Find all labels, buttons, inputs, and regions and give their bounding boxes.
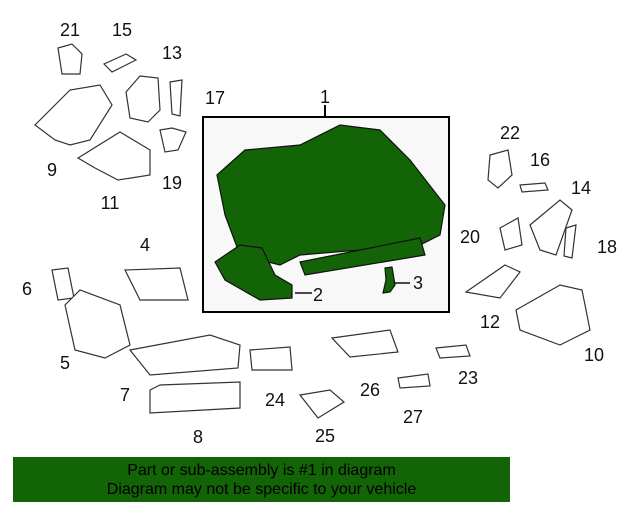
callout-arrows [295,282,410,294]
callout-16: 16 [529,150,551,170]
other-parts [34,43,591,419]
callout-18: 18 [596,237,618,257]
callout-13: 13 [161,43,183,63]
callout-19: 19 [161,173,183,193]
disclaimer-banner: Part or sub-assembly is #1 in diagram Di… [13,457,510,502]
callout-7: 7 [119,385,131,405]
callout-8: 8 [192,427,204,447]
callout-20: 20 [459,227,481,247]
callout-22: 22 [499,123,521,143]
callout-25: 25 [314,426,336,446]
callout-6: 6 [21,279,33,299]
callout-10: 10 [583,345,605,365]
callout-1: 1 [319,87,331,107]
callout-23: 23 [457,368,479,388]
callout-14: 14 [570,178,592,198]
callout-27: 27 [402,407,424,427]
callout-17: 17 [204,88,226,108]
callout-9: 9 [46,160,58,180]
seat-frame-assembly[interactable] [214,124,446,301]
callout-11: 11 [100,193,120,213]
callout-15: 15 [111,20,133,40]
callout-2: 2 [312,285,324,305]
callout-3: 3 [412,273,424,293]
callout-12: 12 [479,312,501,332]
callout-24: 24 [264,390,286,410]
callout-21: 21 [59,20,81,40]
callout-4: 4 [139,235,151,255]
callout-5: 5 [59,353,71,373]
banner-line-2: Diagram may not be specific to your vehi… [106,481,417,498]
callout-26: 26 [359,380,381,400]
banner-line-1: Part or sub-assembly is #1 in diagram [127,462,396,479]
